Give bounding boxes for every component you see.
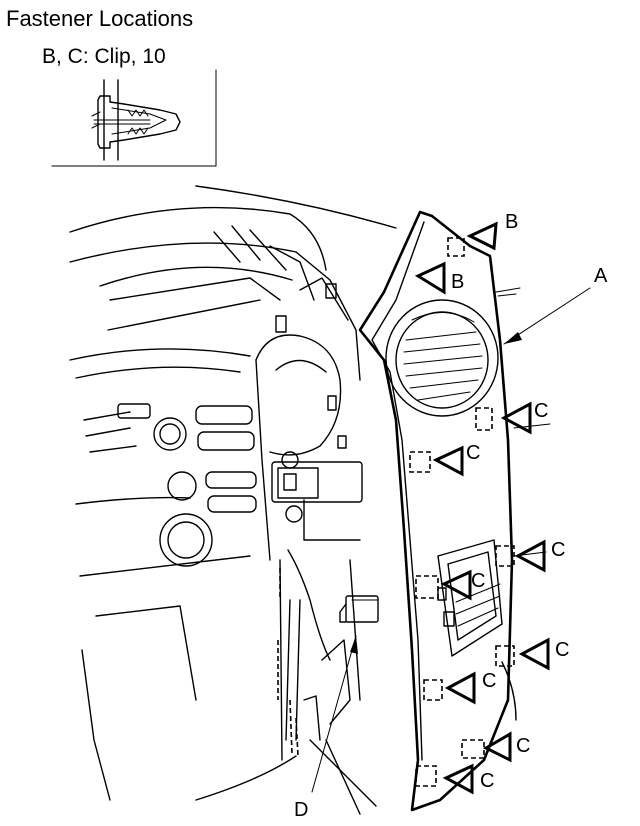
callout-b-label: B [505, 211, 518, 233]
clip-c-1-box [475, 407, 493, 431]
callout-b-label: B [451, 271, 464, 293]
callout-c-label: C [534, 400, 548, 422]
leader-lines [311, 287, 591, 793]
clip-b-top-box [447, 237, 465, 257]
clip-c-6-box [423, 679, 443, 701]
callout-d-arrowhead [350, 636, 358, 654]
callout-c-label: C [466, 442, 480, 464]
clip-c-3-box [495, 545, 515, 567]
clip-c-8-box [415, 765, 437, 787]
triangle-c-5-icon [518, 637, 550, 671]
callout-a-arrowhead [504, 332, 522, 344]
triangle-c-4-icon [440, 569, 472, 601]
callout-d-leader [311, 635, 357, 793]
triangle-b-2-icon [414, 261, 446, 295]
side-panel-a [358, 210, 551, 812]
triangle-c-1-icon [500, 401, 532, 435]
callout-a-label: A [594, 265, 608, 287]
clip-detail-inset: B, C: Clip, 10 [42, 45, 217, 167]
callout-c-label: C [516, 735, 530, 757]
callout-c-label: C [482, 670, 496, 692]
callout-labels: A B B C C C C C C C C D [294, 211, 608, 821]
callout-c-label: C [555, 639, 569, 661]
triangle-c-3-icon [514, 539, 546, 573]
round-air-vent [385, 299, 499, 417]
clip-c-2-box [409, 451, 431, 473]
clip-caption: B, C: Clip, 10 [42, 45, 166, 68]
clip-illustration [91, 79, 181, 161]
square-air-vent [437, 539, 503, 657]
dashboard-structure [69, 185, 397, 815]
fastener-clip-boxes [409, 237, 515, 787]
triangle-b-1-icon [466, 221, 498, 251]
callout-d-label: D [294, 799, 308, 821]
clip-c-7-box [461, 739, 485, 759]
clip-c-5-box [495, 645, 515, 667]
fastener-triangles [414, 221, 550, 795]
triangle-c-6-icon [444, 671, 476, 705]
triangle-c-2-icon [432, 445, 464, 477]
diagram-title: Fastener Locations [6, 6, 193, 31]
clip-c-4-box [415, 575, 439, 599]
callout-c-label: C [551, 539, 565, 561]
triangle-c-7-icon [482, 731, 512, 763]
callout-c-label: C [471, 570, 485, 592]
triangle-c-8-icon [442, 763, 474, 795]
callout-c-label: C [480, 770, 494, 792]
